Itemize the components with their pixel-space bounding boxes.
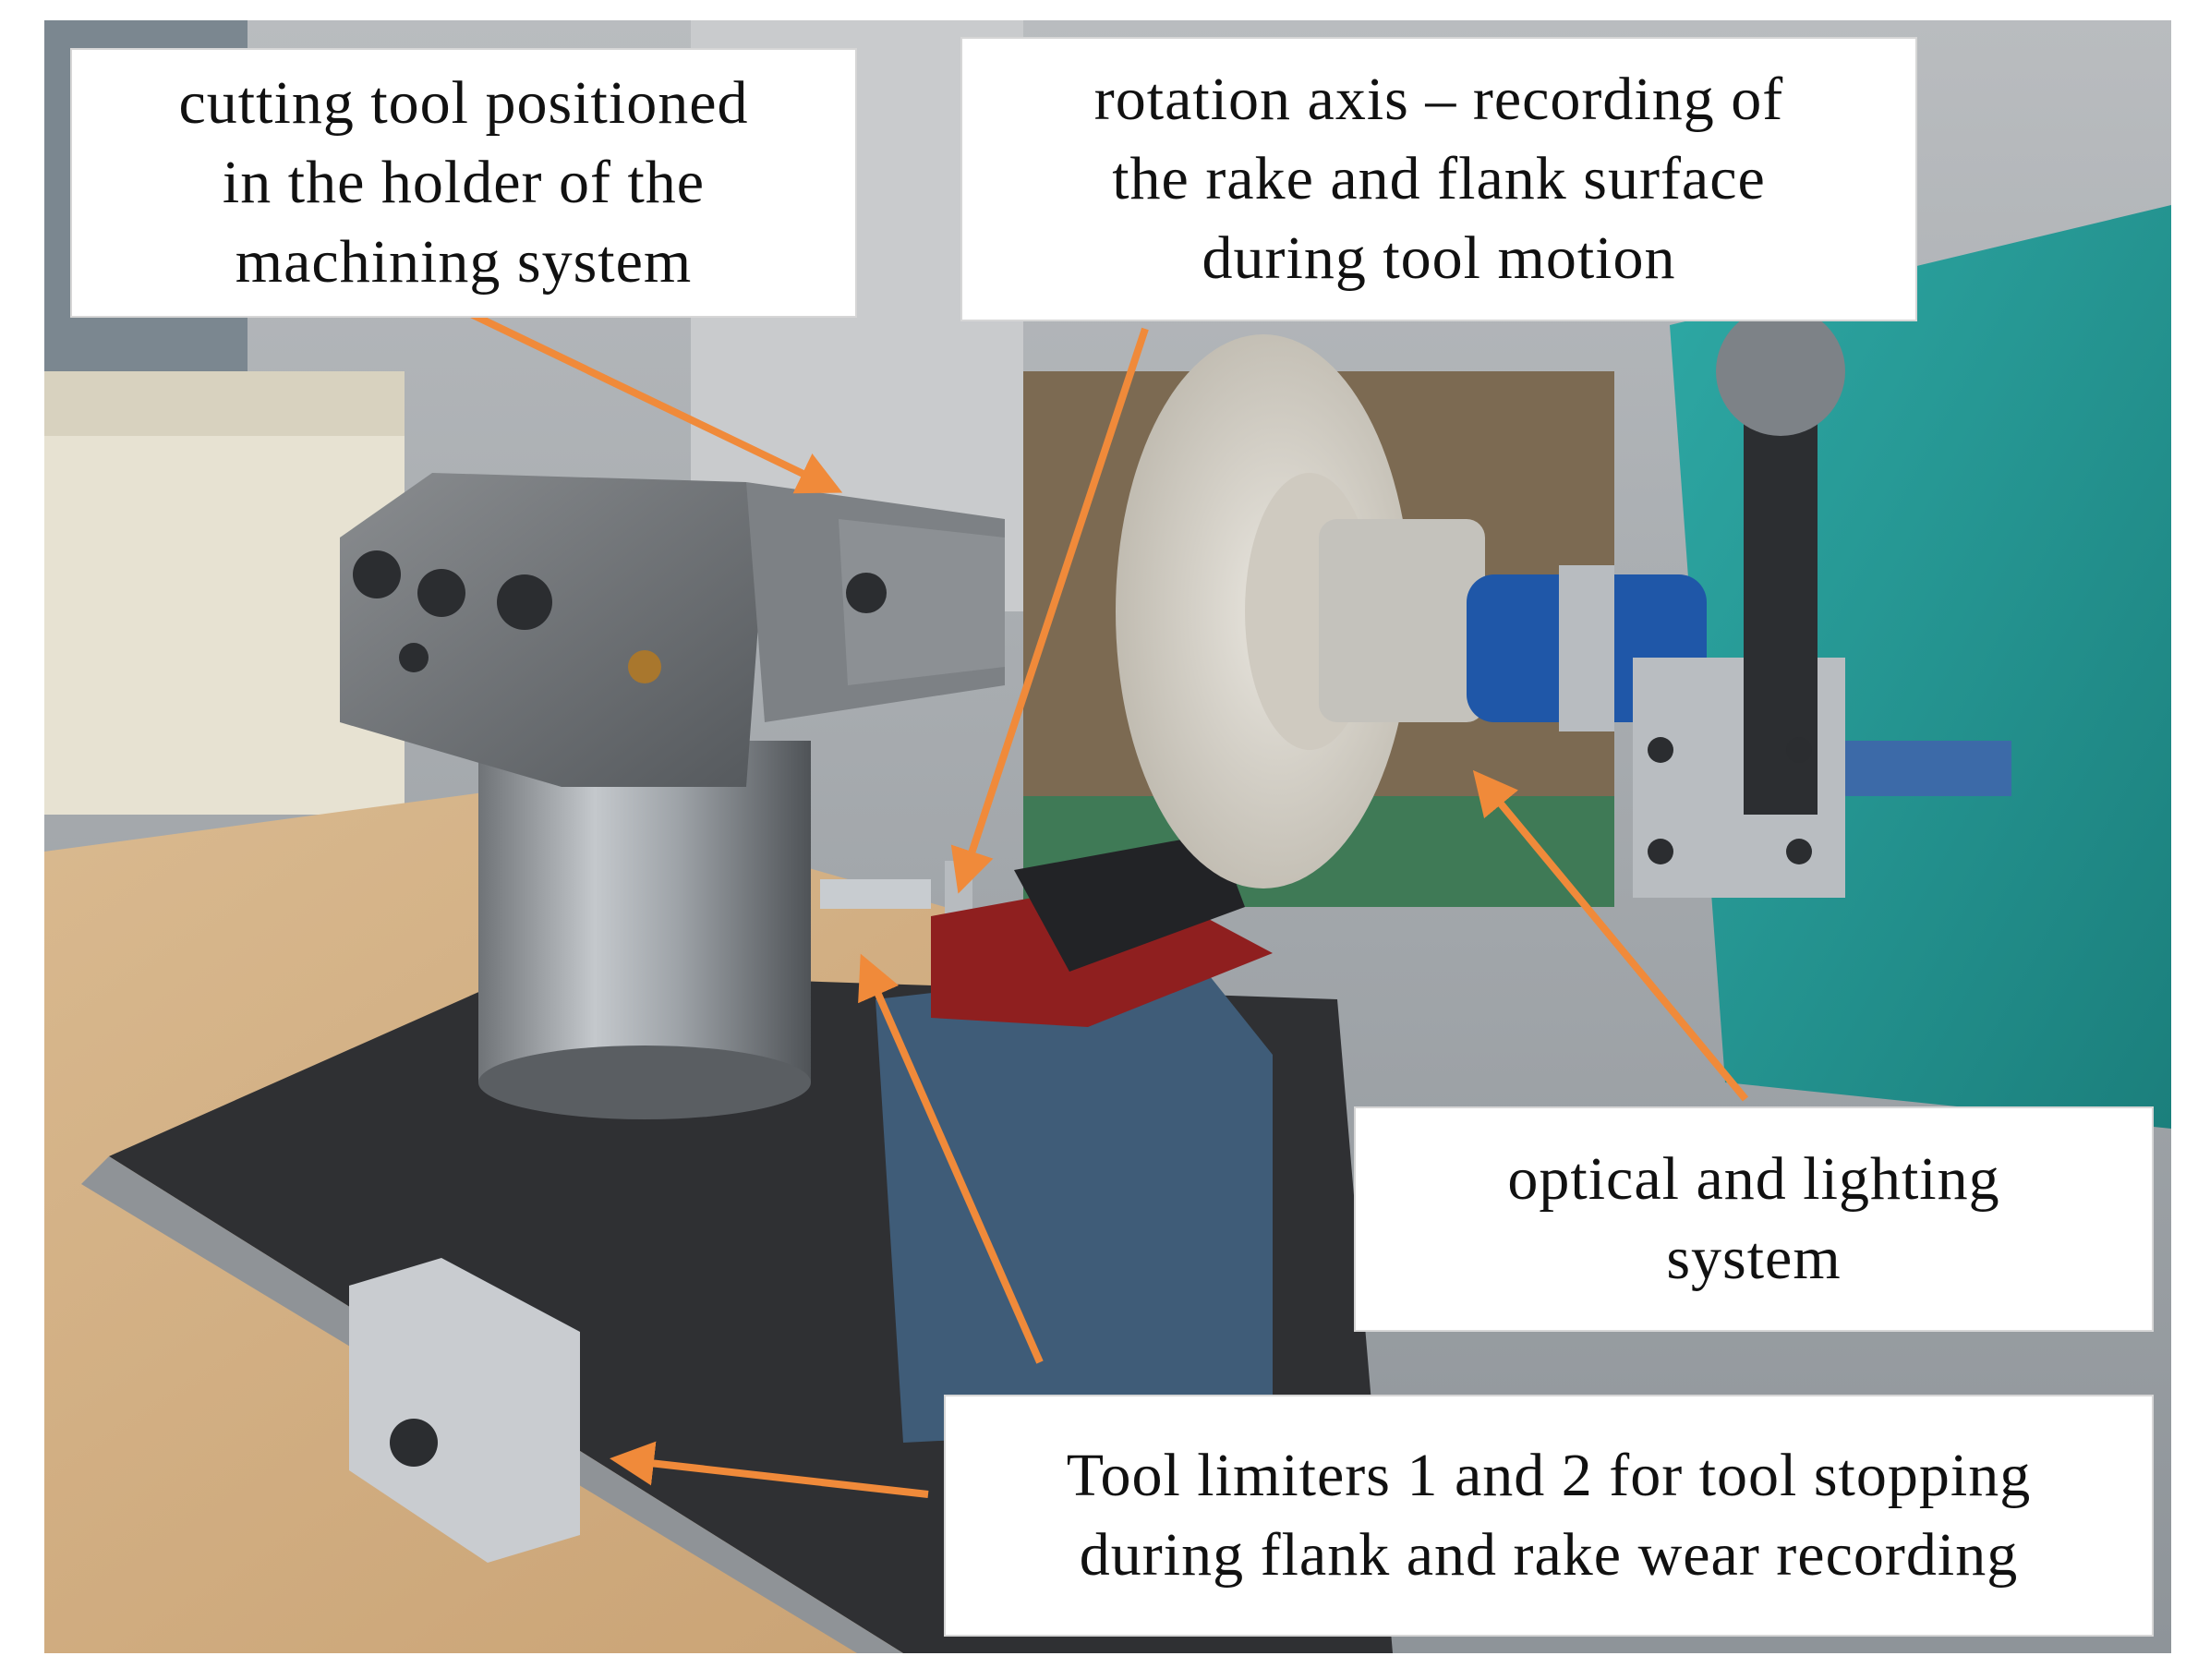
tool-limiter-1 — [820, 879, 931, 909]
holder-bolt-4 — [399, 643, 429, 672]
magnet-switch — [1014, 833, 1245, 972]
holder-bolt-3 — [497, 574, 552, 630]
holder-cylinder — [478, 741, 811, 1082]
holder-bolt-5 — [628, 650, 661, 683]
tool-limiter-2 — [349, 1258, 580, 1563]
tool-holder-block — [340, 473, 765, 787]
left-cabinet-top — [44, 371, 405, 436]
cutting-tool-insert — [839, 519, 1005, 685]
lens-ring — [1559, 565, 1614, 731]
label-optical-system: optical and lighting system — [1354, 1106, 2154, 1332]
lens-mount — [1319, 519, 1485, 722]
bracket-bolt-1 — [1648, 737, 1673, 763]
magnetic-base — [876, 962, 1273, 1443]
label-rotation-axis: rotation axis – recording of the rake an… — [960, 37, 1917, 321]
bracket-bolt-3 — [1648, 839, 1673, 864]
arrow-optical — [1472, 769, 1749, 1102]
holder-bolt-1 — [353, 550, 401, 598]
bracket-bolt-4 — [1786, 839, 1812, 864]
arrow-limiter-2 — [610, 1441, 929, 1498]
bracket-bolt-2 — [1786, 737, 1812, 763]
arrow-tool — [469, 310, 843, 494]
label-cutting-tool: cutting tool positioned in the holder of… — [70, 48, 857, 318]
top-pulley — [1716, 307, 1845, 436]
label-tool-limiters: Tool limiters 1 and 2 for tool stopping … — [944, 1395, 2154, 1637]
holder-bolt-2 — [417, 569, 465, 617]
cable-connector — [1845, 741, 2011, 796]
insert-screw — [846, 573, 887, 613]
arrow-axis — [950, 327, 1149, 894]
arrow-limiter-1 — [858, 953, 1044, 1364]
limiter-2-screw — [390, 1419, 438, 1467]
holder-cylinder-base — [478, 1045, 811, 1119]
